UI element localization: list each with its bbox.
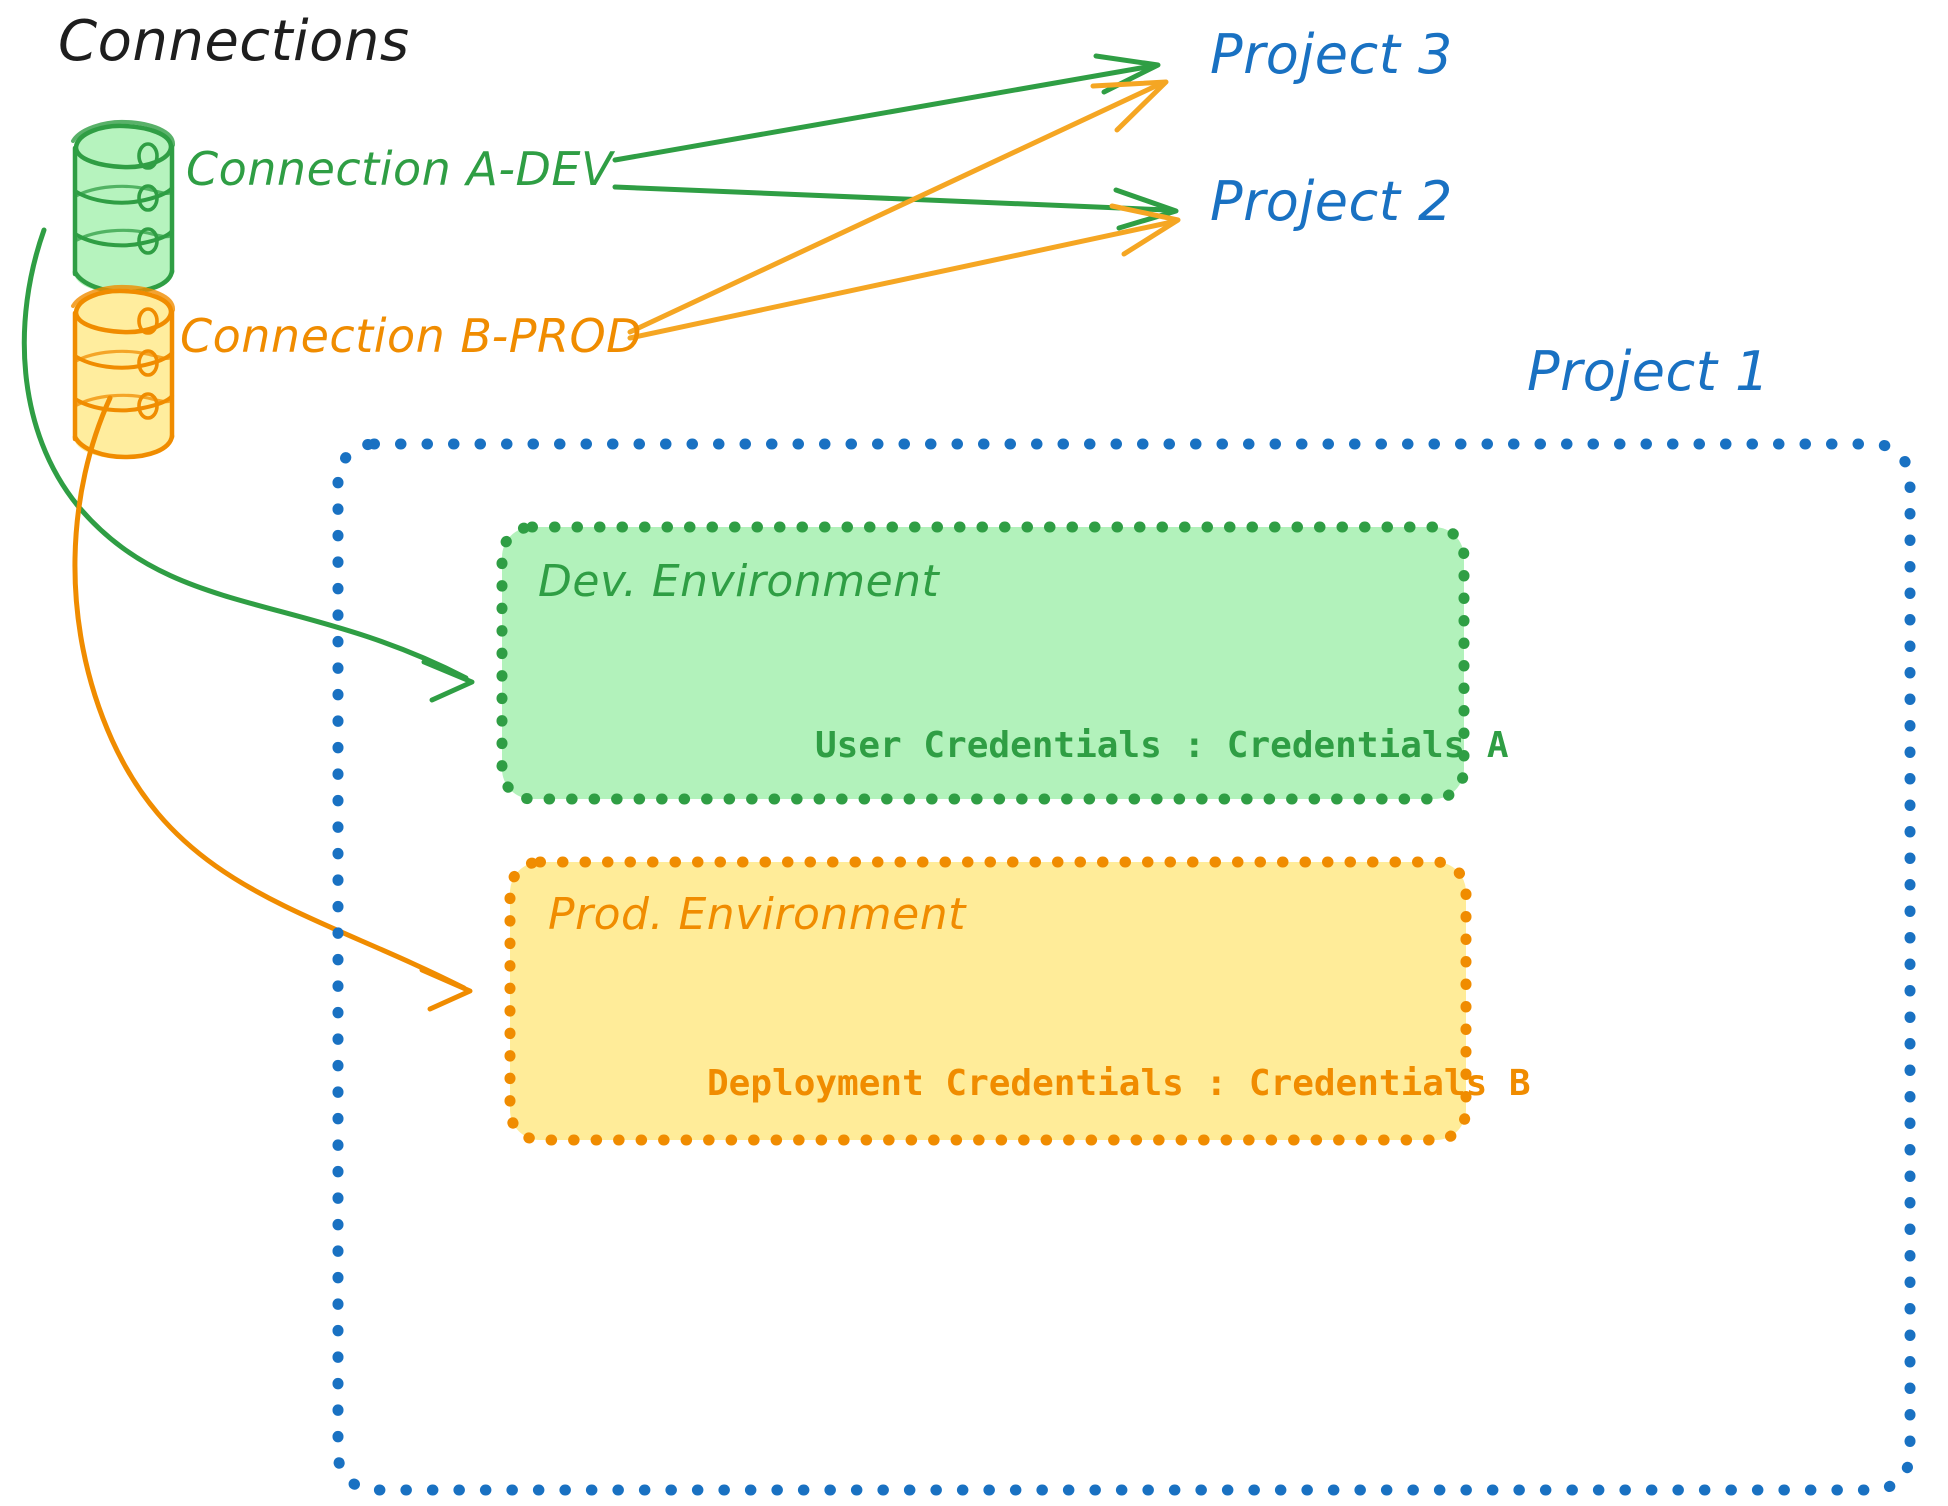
edge-b-prod-to-project-3 (627, 79, 1169, 335)
dev-environment-credentials: User Credentials : Credentials A (815, 725, 1509, 766)
prod-environment-credentials: Deployment Credentials : Credentials B (707, 1063, 1531, 1104)
dev-environment-box[interactable] (496, 521, 1470, 805)
project-2-label[interactable]: Project 2 (1210, 170, 1453, 233)
project-1-container-border (332, 438, 1916, 1496)
database-cylinder-icon-orange[interactable] (71, 284, 175, 460)
edge-a-dev-to-dev-environment (21, 227, 475, 703)
database-cylinder-icon-green[interactable] (71, 119, 175, 295)
project-3-label[interactable]: Project 3 (1210, 23, 1453, 86)
edge-b-prod-to-prod-environment (72, 395, 473, 1012)
edge-b-prod-to-project-2 (627, 203, 1181, 341)
edge-a-dev-to-project-3 (612, 53, 1161, 163)
edge-a-dev-to-project-2 (612, 184, 1179, 231)
prod-environment-box[interactable] (504, 856, 1472, 1146)
project-1-label[interactable]: Project 1 (1527, 340, 1770, 403)
connection-b-prod-label[interactable]: Connection B-PROD (180, 309, 643, 363)
dev-environment-title: Dev. Environment (538, 556, 940, 607)
prod-environment-title: Prod. Environment (548, 889, 966, 940)
page-title: Connections (58, 9, 410, 74)
connection-a-dev-label[interactable]: Connection A-DEV (186, 142, 613, 196)
